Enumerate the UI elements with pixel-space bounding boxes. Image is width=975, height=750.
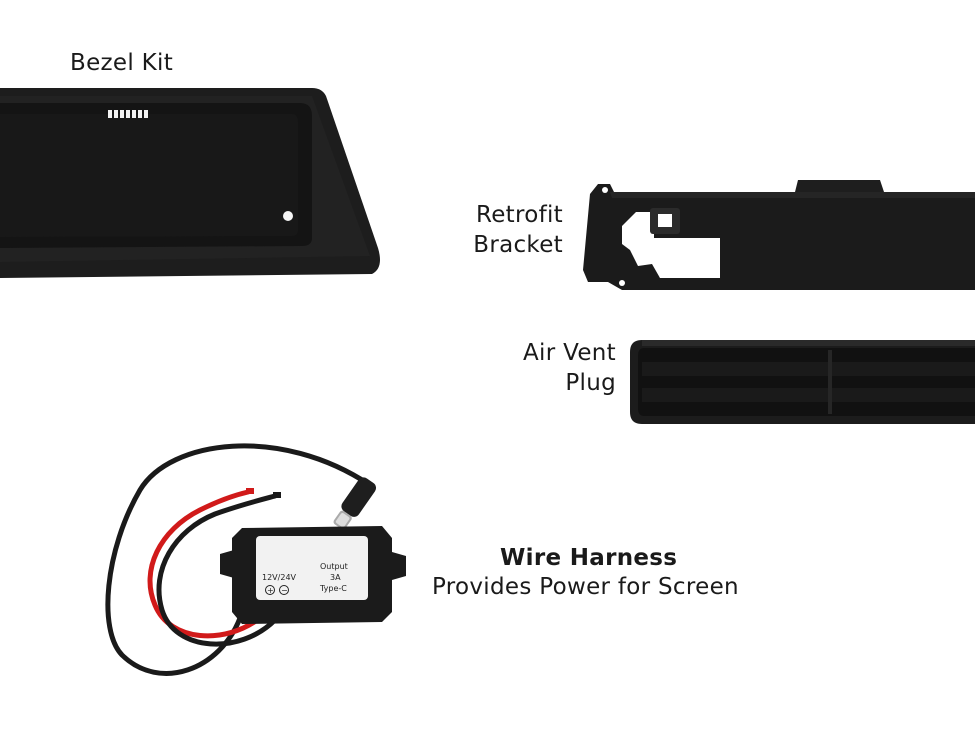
air-vent-plug-image (628, 336, 975, 428)
retrofit-bracket-label: Retrofit Bracket (430, 200, 563, 260)
module-input-label: 12V/24V (262, 573, 297, 582)
air-vent-plug-label: Air Vent Plug (480, 338, 616, 398)
wire-harness-title: Wire Harness (500, 545, 678, 571)
module-output-label: Output (320, 562, 348, 571)
retrofit-bracket-image (580, 178, 975, 293)
module-minus-symbol: − (281, 586, 288, 595)
air-vent-plug-label-line2: Plug (565, 370, 616, 396)
bezel-kit-label: Bezel Kit (70, 50, 174, 76)
module-connector-label: Type-C (319, 584, 347, 593)
module-plus-symbol: + (267, 586, 274, 595)
retrofit-bracket-label-line1: Retrofit (475, 202, 563, 228)
module-output-current: 3A (330, 573, 341, 582)
bezel-kit-image (0, 88, 390, 283)
wire-harness-image: Output 3A Type-C 12V/24V + − (100, 430, 420, 690)
air-vent-plug-label-line1: Air Vent (523, 340, 616, 366)
wire-harness-subtitle: Provides Power for Screen (432, 574, 739, 600)
retrofit-bracket-label-line2: Bracket (473, 232, 563, 258)
